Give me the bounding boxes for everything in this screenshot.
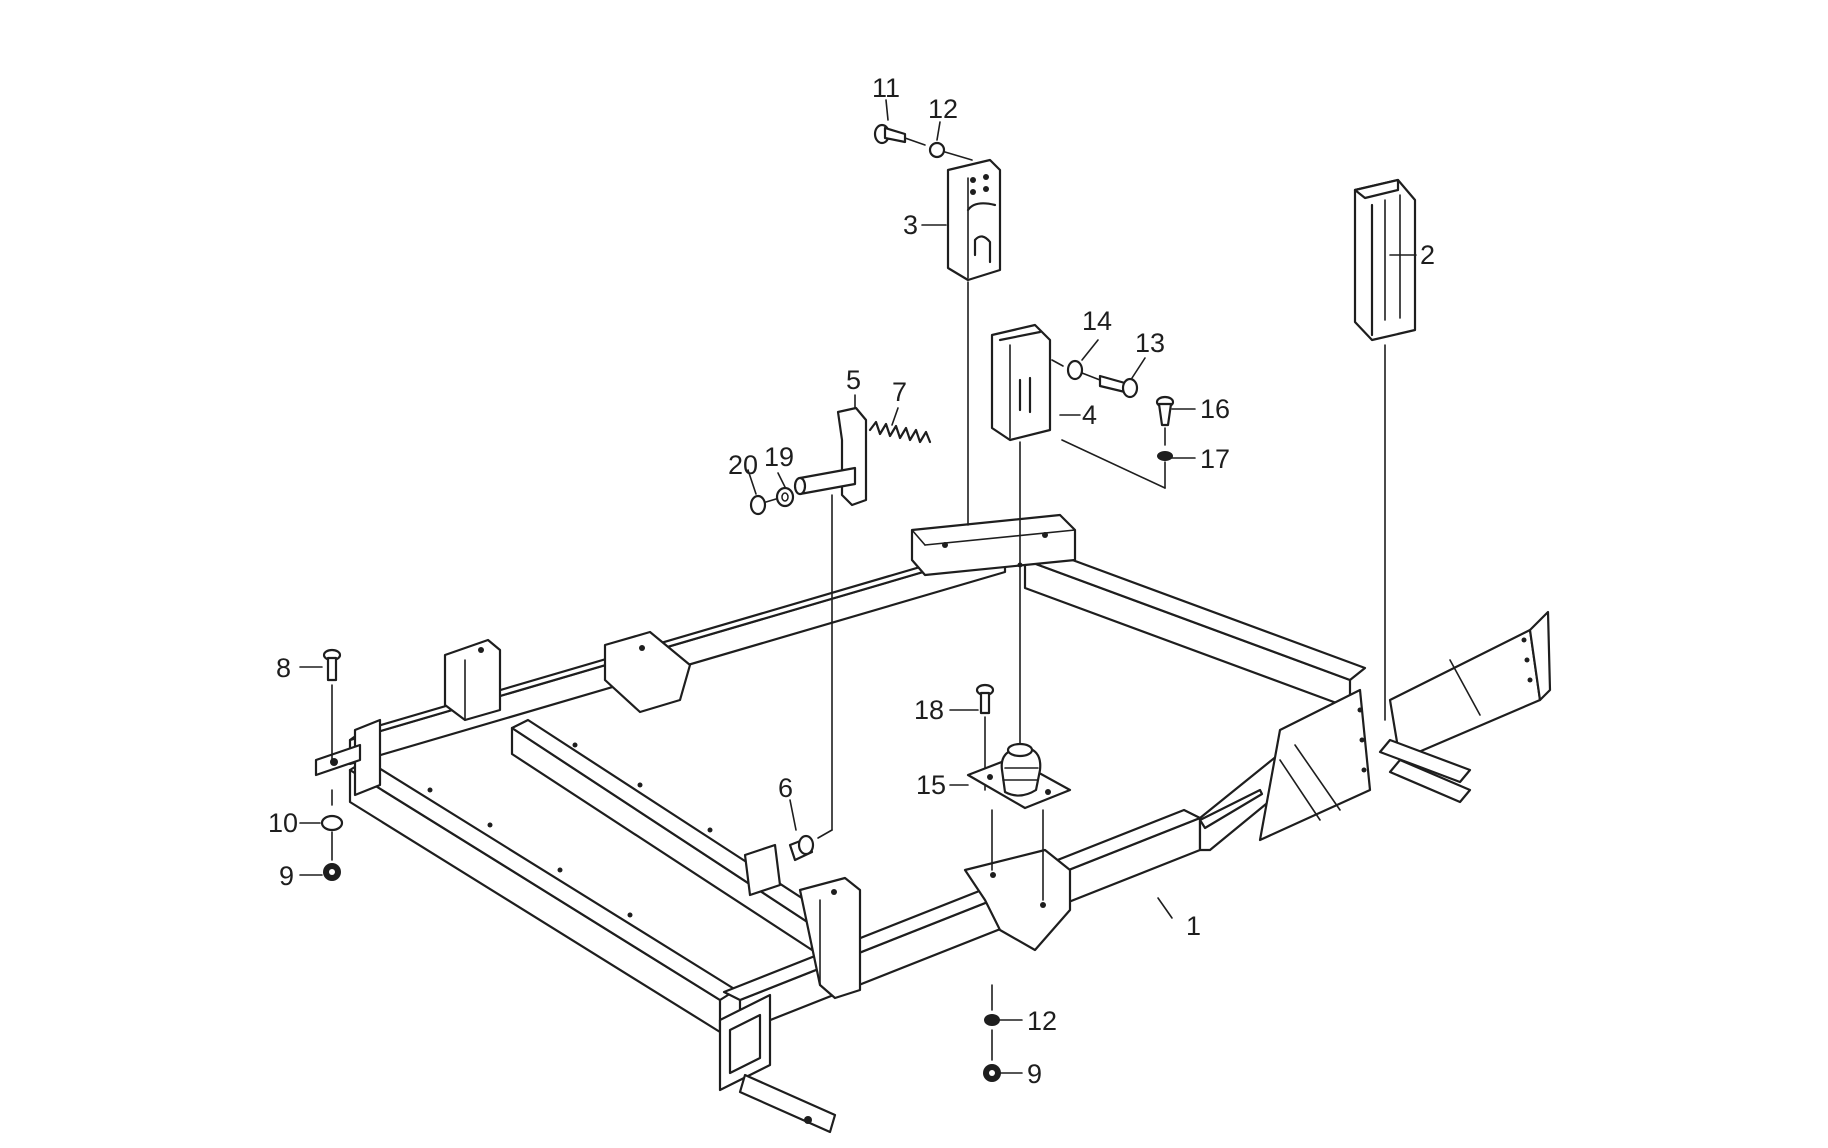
part-7-spring xyxy=(868,420,932,444)
callout-16: 16 xyxy=(1200,394,1230,424)
callout-5: 5 xyxy=(846,365,861,395)
part-2-channel xyxy=(1353,178,1417,342)
rear-extension-end xyxy=(1528,610,1552,702)
callout-18: 18 xyxy=(914,695,944,725)
part-13-bolt xyxy=(1098,374,1139,399)
leader-part-4-17 xyxy=(1061,439,1166,489)
right-foot-plate-1 xyxy=(1378,738,1472,784)
part-4-bracket xyxy=(990,323,1052,442)
part-16-bolt xyxy=(1155,395,1175,427)
part-11-bolt xyxy=(873,123,907,145)
callout-6: 6 xyxy=(778,773,793,803)
callout-leaders xyxy=(299,99,1417,1074)
part-12-washer-bottom xyxy=(984,1014,1000,1026)
part-6-bushing xyxy=(788,834,815,862)
part-17-washer xyxy=(1157,451,1173,461)
callout-20: 20 xyxy=(728,450,758,480)
part-18-bolt xyxy=(975,683,995,715)
front-corner-opening xyxy=(728,1013,762,1075)
part-12-washer-top xyxy=(928,141,946,159)
rear-foot-plate xyxy=(314,743,362,777)
part-15-mount xyxy=(966,742,1072,810)
part-8-bolt xyxy=(322,648,342,682)
right-rail xyxy=(1023,558,1352,710)
callout-1: 1 xyxy=(1186,911,1201,941)
callout-14: 14 xyxy=(1082,306,1112,336)
back-rail-bracket xyxy=(603,630,692,714)
bushing-holder xyxy=(743,843,782,897)
left-upright xyxy=(443,638,502,722)
callout-9-left: 9 xyxy=(279,861,294,891)
rear-extension xyxy=(1388,628,1542,762)
callout-3: 3 xyxy=(903,210,918,240)
callout-10: 10 xyxy=(268,808,298,838)
callout-9-bottom: 9 xyxy=(1027,1059,1042,1089)
callout-13: 13 xyxy=(1135,328,1165,358)
callout-19: 19 xyxy=(764,442,794,472)
callout-4: 4 xyxy=(1082,400,1097,430)
right-foot-plate-2 xyxy=(1388,758,1472,804)
right-bracket xyxy=(1258,688,1372,842)
part-14-washer xyxy=(1066,359,1084,381)
callout-12-top: 12 xyxy=(928,94,958,124)
callout-2: 2 xyxy=(1420,240,1435,270)
rear-mount-block xyxy=(910,513,1077,577)
callout-12-bottom: 12 xyxy=(1027,1006,1057,1036)
part-20-clip xyxy=(749,494,767,516)
left-rail-top xyxy=(348,758,738,1002)
part-3-bracket xyxy=(946,158,1002,282)
callout-15: 15 xyxy=(916,770,946,800)
right-rail-top xyxy=(1023,546,1367,682)
callout-17: 17 xyxy=(1200,444,1230,474)
callout-8: 8 xyxy=(276,653,291,683)
front-foot-plate xyxy=(738,1073,837,1134)
frame-tongue xyxy=(1198,788,1264,830)
main-frame xyxy=(314,513,1552,1134)
part-5-plate xyxy=(793,406,868,507)
callout-7: 7 xyxy=(892,377,907,407)
rear-corner-tube xyxy=(353,718,382,797)
callout-11: 11 xyxy=(872,73,900,103)
